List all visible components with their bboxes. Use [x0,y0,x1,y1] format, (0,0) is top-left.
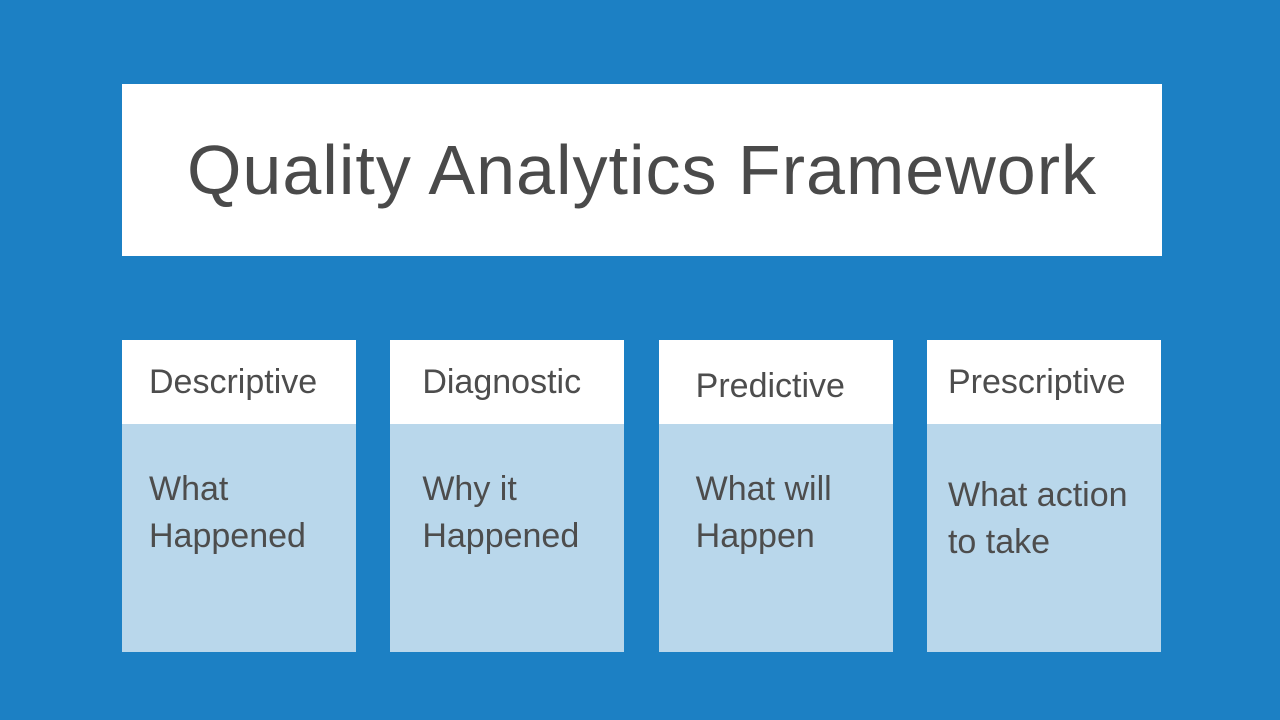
card-diagnostic-header: Diagnostic [390,340,625,424]
card-descriptive: Descriptive What Happened [122,340,356,652]
analytics-cards-row: Descriptive What Happened Diagnostic Why… [122,340,1161,652]
card-prescriptive-header: Prescriptive [926,340,1161,424]
card-diagnostic-body-text: Why it Happened [390,424,625,652]
title-banner: Quality Analytics Framework [122,84,1162,256]
card-prescriptive: Prescriptive What action to take [926,340,1161,652]
card-diagnostic: Diagnostic Why it Happened [390,340,625,652]
card-prescriptive-body-text: What action to take [926,424,1161,652]
card-predictive-body-text: What will Happen [658,424,893,652]
card-descriptive-header: Descriptive [122,340,356,424]
card-predictive: Predictive What will Happen [658,340,893,652]
card-predictive-header: Predictive [658,340,893,424]
slide-title: Quality Analytics Framework [186,131,1098,209]
card-descriptive-body-text: What Happened [122,424,356,652]
